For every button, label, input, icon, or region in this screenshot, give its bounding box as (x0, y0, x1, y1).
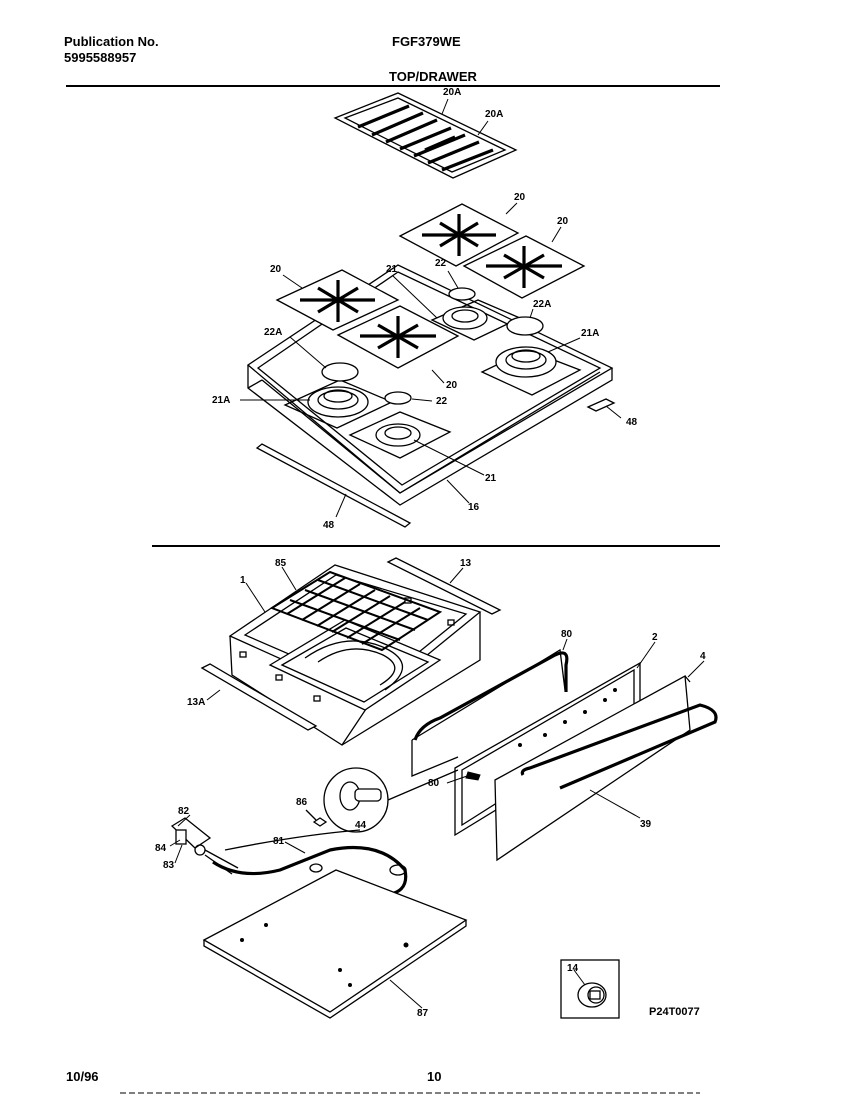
callout-82: 82 (178, 806, 190, 817)
callout-20-left-front: 20 (446, 380, 458, 391)
top-leader-lines (240, 98, 622, 518)
callout-48-right: 48 (626, 417, 638, 428)
gas-valve-fitting (170, 817, 239, 875)
callout-22a-right: 22A (533, 299, 551, 310)
callout-14: 14 (567, 963, 579, 974)
callout-22-mid: 22 (436, 396, 448, 407)
knob-inset-box (560, 959, 620, 1019)
burner-cap-small-mid (384, 391, 412, 405)
callout-84: 84 (155, 843, 167, 854)
burner-orifice-86 (305, 809, 328, 827)
burner-cap-small-top (448, 287, 476, 301)
callout-87: 87 (417, 1008, 429, 1019)
section-title: TOP/DRAWER (389, 69, 477, 84)
drawer-rail-right (386, 557, 502, 615)
grate-left-rear (275, 269, 400, 331)
callout-22-top: 22 (435, 258, 447, 269)
callout-13a: 13A (187, 697, 205, 708)
grate-right-rear (398, 203, 520, 267)
drawer-handle (520, 703, 718, 790)
griddle-grate-assembly (333, 92, 518, 179)
burner-head-right-rear (442, 306, 488, 330)
callout-21-top: 21 (386, 264, 398, 275)
callout-2: 2 (652, 632, 658, 643)
callout-20a-right: 20A (485, 109, 503, 120)
front-trim-strip (255, 443, 412, 528)
publication-number: 5995588957 (64, 50, 137, 65)
callout-22a-left: 22A (264, 327, 282, 338)
grate-right-front (462, 235, 586, 299)
bottom-leader-lines (169, 566, 705, 1009)
callout-81: 81 (273, 836, 285, 847)
side-trim-strip (586, 398, 616, 412)
footer-page: 10 (427, 1069, 442, 1084)
callout-21a-left: 21A (212, 395, 230, 406)
broiler-rack (269, 570, 443, 652)
burner-cap-large-left (321, 362, 359, 382)
callout-21a-right: 21A (581, 328, 599, 339)
callout-4: 4 (700, 651, 706, 662)
callout-1: 1 (240, 575, 246, 586)
burner-cap-large-right (506, 316, 544, 336)
grate-left-front (336, 305, 460, 369)
drawing-id: P24T0077 (649, 1006, 700, 1018)
callout-16: 16 (468, 502, 480, 513)
callout-85: 85 (275, 558, 287, 569)
callout-80-mid: 80 (428, 778, 440, 789)
callout-48-bottom: 48 (323, 520, 335, 531)
publication-label: Publication No. (64, 34, 159, 49)
footer-date: 10/96 (66, 1069, 99, 1084)
burner-head-right-front (495, 346, 557, 378)
model-number: FGF379WE (392, 34, 461, 49)
drawer-rail-left (200, 663, 318, 731)
callout-20-right-rear: 20 (514, 192, 526, 203)
detail-circle-44 (323, 767, 481, 833)
callout-83: 83 (163, 860, 175, 871)
callout-80-top: 80 (561, 629, 573, 640)
drawer-front-panel (494, 674, 691, 862)
drawer-liner (411, 648, 569, 777)
callout-21-bottom: 21 (485, 473, 497, 484)
callout-39: 39 (640, 819, 652, 830)
burner-head-left-front (307, 386, 369, 418)
broiler-pan (268, 619, 442, 711)
callout-86: 86 (296, 797, 308, 808)
callout-20-left-rear: 20 (270, 264, 282, 275)
callout-20a-top: 20A (443, 87, 461, 98)
oven-bottom-panel (202, 869, 468, 1019)
callout-44: 44 (355, 820, 367, 831)
burner-head-left-rear (375, 423, 421, 447)
callout-13: 13 (460, 558, 472, 569)
callout-20-right-front: 20 (557, 216, 569, 227)
